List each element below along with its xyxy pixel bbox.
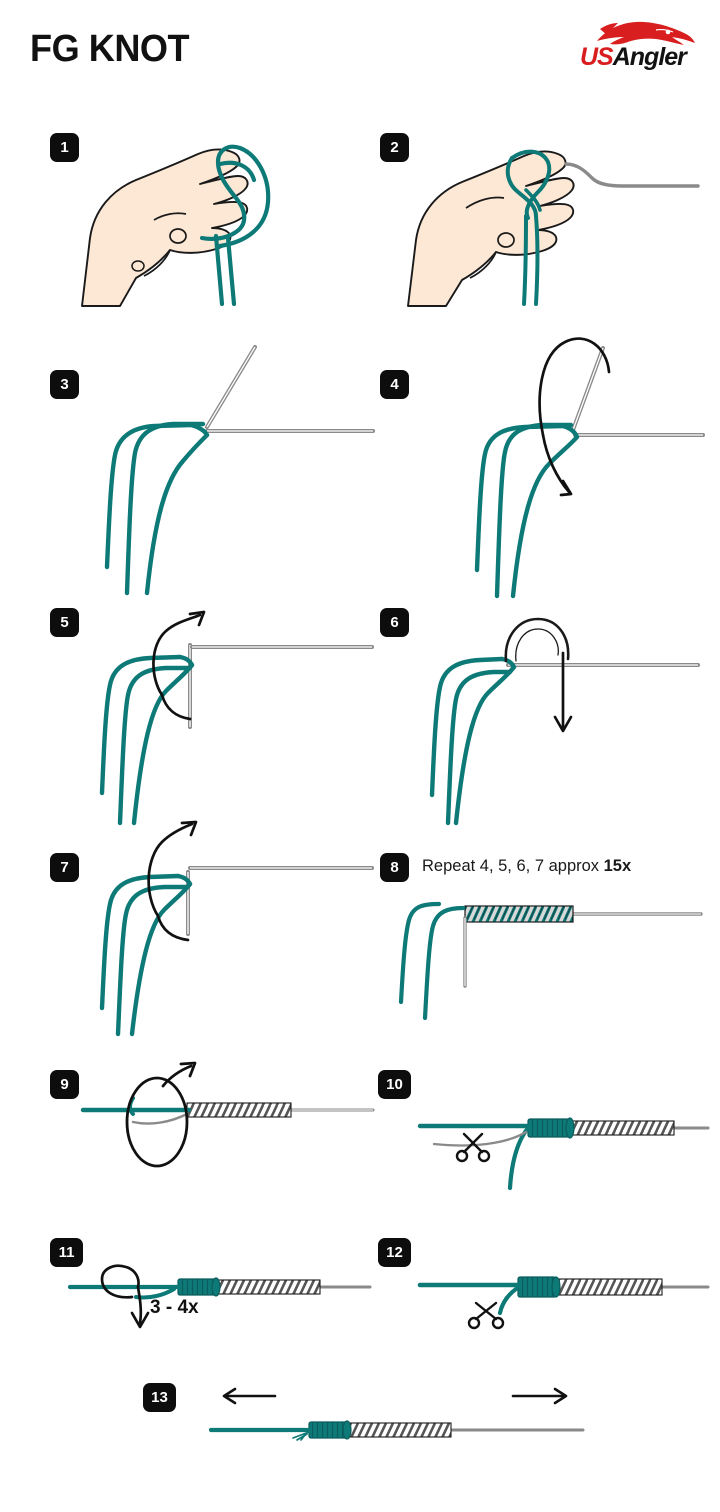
page-title: FG KNOT bbox=[30, 28, 190, 70]
step-illustration-4 bbox=[425, 300, 705, 600]
step-badge-5: 5 bbox=[50, 608, 79, 637]
step-illustration-9 bbox=[75, 1060, 375, 1190]
step-badge-4: 4 bbox=[380, 370, 409, 399]
step-illustration-7 bbox=[99, 820, 380, 1050]
step-badge-8: 8 bbox=[380, 853, 409, 882]
step-illustration-1 bbox=[70, 118, 360, 308]
step-badge-9: 9 bbox=[50, 1070, 79, 1099]
step-8-caption-count: 15x bbox=[603, 857, 632, 875]
step-8-caption: Repeat 4, 5, 6, 7 approx 15x bbox=[422, 857, 631, 876]
step-badge-1: 1 bbox=[50, 133, 79, 162]
header: FG KNOT USAngler bbox=[0, 0, 720, 104]
step-illustration-11 bbox=[67, 1264, 372, 1355]
step-illustration-3 bbox=[95, 345, 375, 596]
logo-angler-text: Angler bbox=[612, 43, 687, 71]
step-badge-10: 10 bbox=[378, 1070, 411, 1099]
logo-us-text: US bbox=[580, 43, 614, 71]
usangler-logo: USAngler bbox=[580, 18, 702, 80]
step-badge-13: 13 bbox=[143, 1383, 176, 1412]
step-badge-3: 3 bbox=[50, 370, 79, 399]
step-badge-7: 7 bbox=[50, 853, 79, 882]
step-badge-12: 12 bbox=[378, 1238, 411, 1267]
step-8-caption-text: Repeat 4, 5, 6, 7 approx bbox=[422, 857, 604, 875]
step-badge-2: 2 bbox=[380, 133, 409, 162]
logo-wordmark: USAngler bbox=[580, 45, 702, 70]
step-badge-11: 11 bbox=[50, 1238, 83, 1267]
step-illustration-5 bbox=[99, 595, 380, 826]
step-illustration-6 bbox=[429, 595, 710, 826]
step-illustration-13 bbox=[205, 1378, 585, 1458]
step-11-label: 3 - 4x bbox=[150, 1297, 199, 1318]
step-badge-6: 6 bbox=[380, 608, 409, 637]
fish-icon bbox=[597, 21, 695, 45]
step-illustration-12 bbox=[417, 1265, 710, 1355]
step-illustration-8 bbox=[398, 890, 705, 1021]
step-illustration-2 bbox=[400, 118, 700, 308]
step-illustration-10 bbox=[417, 1100, 710, 1200]
